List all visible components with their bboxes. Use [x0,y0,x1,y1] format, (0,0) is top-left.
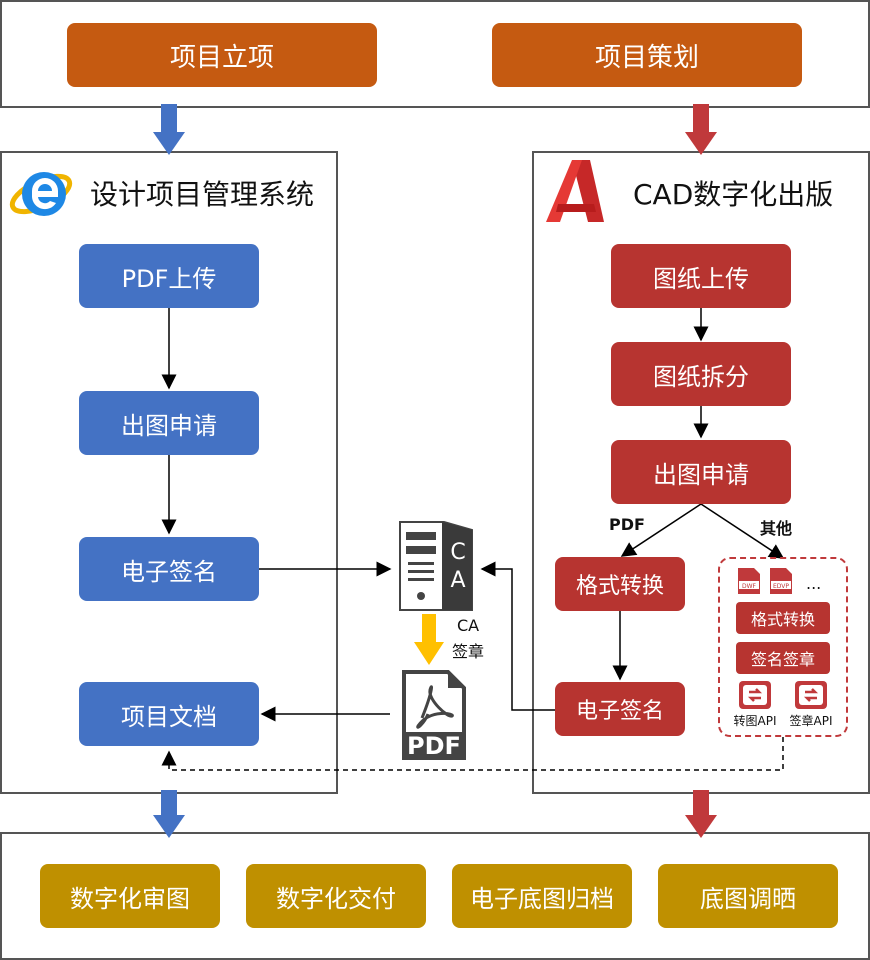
convert-api-icon[interactable] [738,680,772,710]
left-panel-title: 设计项目管理系统 [90,178,315,211]
branch-label-other: 其他 [760,519,793,538]
other-format-box [718,557,848,737]
ca-stamp-label-line1: CA [456,616,480,635]
drawing-split-button[interactable]: 图纸拆分 [611,342,791,406]
ca-server-letter-c: C [450,540,466,565]
other-format-convert-button[interactable]: 格式转换 [736,602,830,634]
ca-yellow-arrow [414,614,444,665]
autocad-icon [544,158,606,226]
format-convert-button[interactable]: 格式转换 [555,557,685,611]
project-initiation-button[interactable]: 项目立项 [67,23,377,87]
big-arrow-right-top [685,104,717,155]
big-arrow-right-bottom [685,790,717,838]
ie-icon [8,160,74,224]
big-arrow-left-bottom [153,790,185,838]
right-output-request-button[interactable]: 出图申请 [611,440,791,504]
digital-delivery-button[interactable]: 数字化交付 [246,864,426,928]
ca-server-letter-a: A [450,568,466,593]
right-panel-title: CAD数字化出版 [633,178,834,211]
other-sign-stamp-button[interactable]: 签名签章 [736,642,830,674]
project-planning-button[interactable]: 项目策划 [492,23,802,87]
branch-label-pdf: PDF [609,515,645,534]
left-output-request-button[interactable]: 出图申请 [79,391,259,455]
right-e-signature-button[interactable]: 电子签名 [555,682,685,736]
project-documents-button[interactable]: 项目文档 [79,682,259,746]
pdf-file-icon [400,668,468,762]
drawing-upload-button[interactable]: 图纸上传 [611,244,791,308]
edvp-file-label: EDVP [772,583,790,590]
e-base-archive-button[interactable]: 电子底图归档 [452,864,632,928]
dwf-file-icon [736,566,762,596]
pdf-file-label: PDF [407,732,461,760]
ca-stamp-label-line2: 签章 [451,642,484,661]
big-arrow-left-top [153,104,185,155]
more-ellipsis: ... [806,574,822,593]
stamp-api-icon[interactable] [794,680,828,710]
stamp-api-label: 签章API [789,714,833,728]
ca-server-icon [396,520,474,612]
left-e-signature-button[interactable]: 电子签名 [79,537,259,601]
pdf-upload-button[interactable]: PDF上传 [79,244,259,308]
edvp-file-icon [768,566,794,596]
base-print-button[interactable]: 底图调晒 [658,864,838,928]
digital-review-button[interactable]: 数字化审图 [40,864,220,928]
dwf-file-label: DWF [741,583,756,590]
convert-api-label: 转图API [733,714,777,728]
